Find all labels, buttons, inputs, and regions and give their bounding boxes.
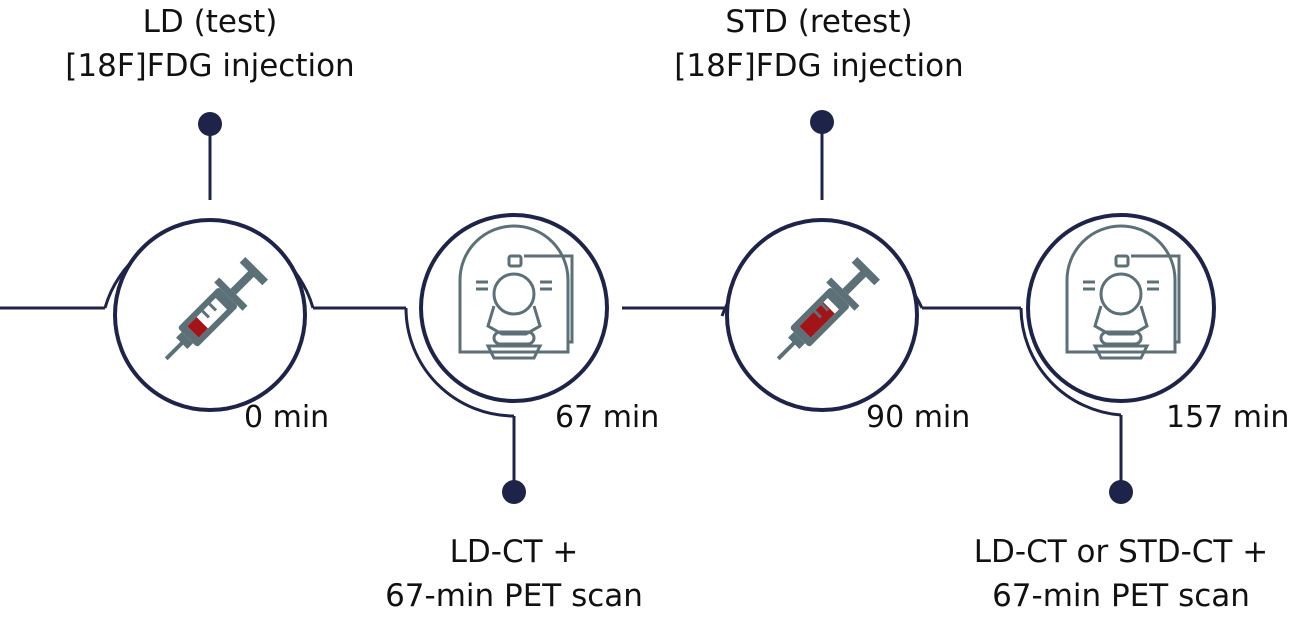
event-pin-4 xyxy=(1109,480,1133,504)
event-pin-1 xyxy=(198,112,222,136)
event-label-2: LD-CT + 67-min PET scan xyxy=(364,530,664,618)
event-time-4: 157 min xyxy=(1166,400,1290,435)
event-time-3: 90 min xyxy=(866,400,971,435)
event-label-line2: [18F]FDG injection xyxy=(674,48,964,84)
event-label-1: LD (test) [18F]FDG injection xyxy=(60,0,360,88)
event-label-line2: [18F]FDG injection xyxy=(65,48,355,84)
syringe-icon xyxy=(776,257,880,361)
event-label-4: LD-CT or STD-CT + 67-min PET scan xyxy=(961,530,1281,618)
event-label-line2: 67-min PET scan xyxy=(385,578,643,614)
event-label-line1: STD (retest) xyxy=(725,4,913,40)
syringe-icon xyxy=(164,257,268,361)
event-time-1: 0 min xyxy=(244,400,330,435)
event-pin-3 xyxy=(810,110,834,134)
node-circle-4 xyxy=(1026,213,1216,403)
event-label-line2: 67-min PET scan xyxy=(992,578,1250,614)
event-time-2: 67 min xyxy=(555,400,660,435)
node-circle-2 xyxy=(419,213,609,403)
pet-ct-scanner-icon xyxy=(458,224,574,360)
event-label-line1: LD-CT or STD-CT + xyxy=(973,534,1269,570)
event-label-line1: LD-CT + xyxy=(449,534,579,570)
event-pin-2 xyxy=(502,480,526,504)
event-label-3: STD (retest) [18F]FDG injection xyxy=(664,0,974,88)
pet-ct-scanner-icon xyxy=(1065,224,1181,360)
event-label-line1: LD (test) xyxy=(142,4,278,40)
